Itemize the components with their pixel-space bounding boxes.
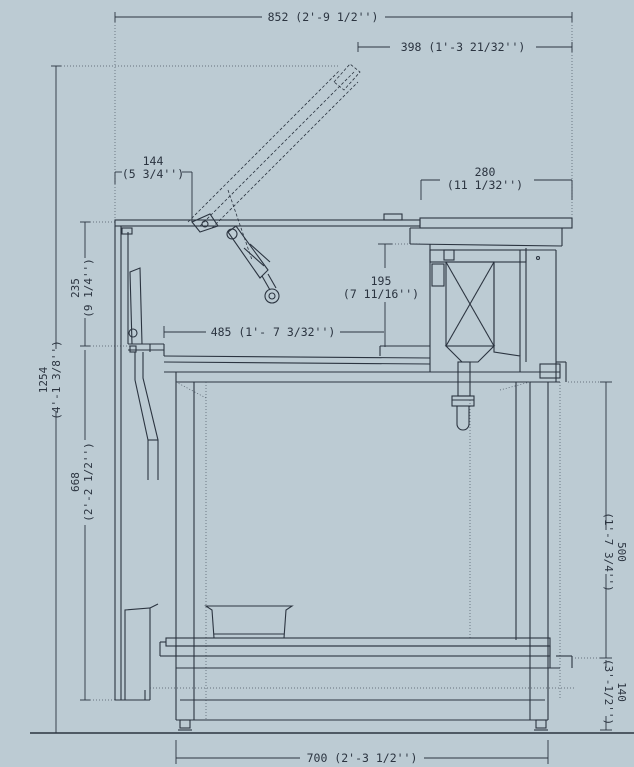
label-tank-width-mm: 280 bbox=[475, 165, 496, 179]
label-right-mid-in: (1'-7 3/4'') bbox=[602, 512, 615, 591]
dim-overall-width: 852 (2'-9 1/2'') bbox=[114, 10, 573, 220]
tank-box bbox=[429, 248, 567, 431]
dim-right-low: 140 (3'-1/2'') bbox=[575, 657, 628, 731]
front-panel bbox=[114, 226, 164, 701]
dim-basin-depth: 195 (7 11/16'') bbox=[343, 243, 420, 347]
label-base-width: 700 (2'-3 1/2'') bbox=[307, 751, 418, 765]
dim-base-width: 700 (2'-3 1/2'') bbox=[175, 740, 549, 765]
dim-upper-height: 235 (9 1/4'') bbox=[69, 221, 130, 347]
basin bbox=[149, 244, 560, 373]
label-basin-depth-mm: 195 bbox=[371, 274, 392, 288]
dim-lower-height: 668 (2'-2 1/2'') bbox=[69, 350, 125, 701]
label-overall-width: 852 (2'-9 1/2'') bbox=[268, 10, 379, 24]
dim-tank-width: 280 (11 1/32'') bbox=[420, 165, 573, 200]
lid-mechanism bbox=[191, 213, 280, 304]
label-basin-depth-in: (7 11/16'') bbox=[343, 287, 419, 301]
label-upper-height-mm: 235 bbox=[69, 278, 82, 298]
bottom-shelf bbox=[159, 637, 573, 668]
label-upper-height-in: (9 1/4'') bbox=[82, 258, 95, 318]
label-total-height-mm: 1254 bbox=[37, 366, 50, 393]
label-tank-width-in: (11 1/32'') bbox=[447, 178, 523, 192]
label-lid-right: 398 (1'-3 21/32'') bbox=[401, 40, 526, 54]
dim-basin-length: 485 (1'- 7 3/32'') bbox=[163, 325, 384, 339]
label-right-low-mm: 140 bbox=[615, 682, 628, 702]
dim-total-height: 1254 (4'-1 3/8'') bbox=[37, 65, 340, 733]
label-basin-length: 485 (1'- 7 3/32'') bbox=[211, 325, 336, 339]
dim-handle-offset: 144 (5 3/4'') bbox=[114, 154, 193, 222]
open-lid bbox=[187, 63, 361, 261]
dim-lid-right: 398 (1'-3 21/32'') bbox=[357, 40, 573, 54]
label-total-height-in: (4'-1 3/8'') bbox=[50, 340, 63, 419]
label-handle-offset-in: (5 3/4'') bbox=[122, 167, 184, 181]
label-right-mid-mm: 500 bbox=[615, 542, 628, 562]
gn-pan bbox=[204, 605, 294, 639]
label-lower-height-in: (2'-2 1/2'') bbox=[82, 442, 95, 521]
worktop bbox=[114, 213, 573, 247]
dim-right-mid: 500 (1'-7 3/4'') bbox=[568, 381, 628, 659]
label-handle-offset-mm: 144 bbox=[143, 154, 164, 168]
frame bbox=[150, 372, 575, 731]
label-lower-height-mm: 668 bbox=[69, 472, 82, 492]
label-right-low-in: (3'-1/2'') bbox=[602, 659, 615, 725]
